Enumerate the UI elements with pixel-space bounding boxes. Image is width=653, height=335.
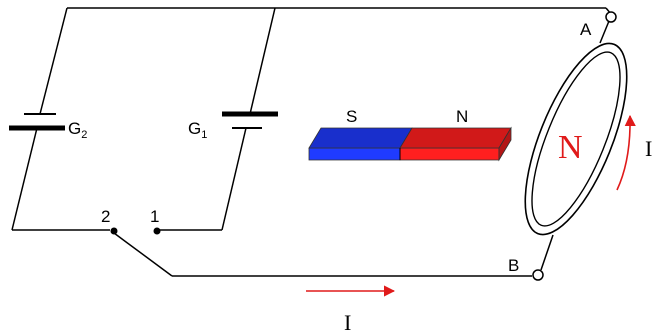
coil-outer-ring [524, 42, 628, 236]
terminal-a[interactable] [605, 11, 617, 23]
middle-branch-lower [221, 127, 247, 231]
coil-inner-ring [531, 51, 621, 227]
coil[interactable]: N [504, 31, 647, 247]
magnet-south-front [308, 147, 401, 161]
middle-branch-upper [249, 7, 276, 115]
wires [11, 7, 612, 277]
magnet-north-label: N [456, 107, 468, 126]
terminal-b[interactable] [532, 269, 544, 281]
switch-contact-1[interactable] [153, 227, 161, 235]
battery-g2: G2 [9, 113, 87, 141]
left-branch-lower [11, 127, 38, 231]
coil-lead-bottom [540, 234, 554, 271]
coil-lead-top [599, 20, 610, 44]
switch-label-1: 1 [150, 207, 159, 226]
switch-blade[interactable] [113, 232, 173, 277]
battery-g2-label: G2 [68, 119, 87, 141]
switch-label-2: 2 [101, 207, 110, 226]
magnet-north-side [498, 126, 512, 162]
coil-current-label: I [645, 136, 652, 161]
coil-face-label: N [558, 129, 583, 166]
magnet-south-label: S [346, 107, 357, 126]
switch-contact-2[interactable] [110, 227, 118, 235]
terminal-b-label: B [508, 256, 519, 275]
magnet-north-front [399, 147, 500, 161]
bottom-current-label: I [344, 310, 351, 335]
battery-g1: G1 [188, 111, 278, 141]
bar-magnet[interactable]: S N [308, 107, 512, 162]
magnet-south-top [308, 127, 413, 149]
magnet-north-top [399, 127, 512, 149]
coil-current-arrow [616, 114, 636, 191]
battery-g1-label: G1 [188, 119, 207, 141]
left-branch-upper [39, 7, 68, 115]
terminal-a-label: A [580, 20, 592, 39]
